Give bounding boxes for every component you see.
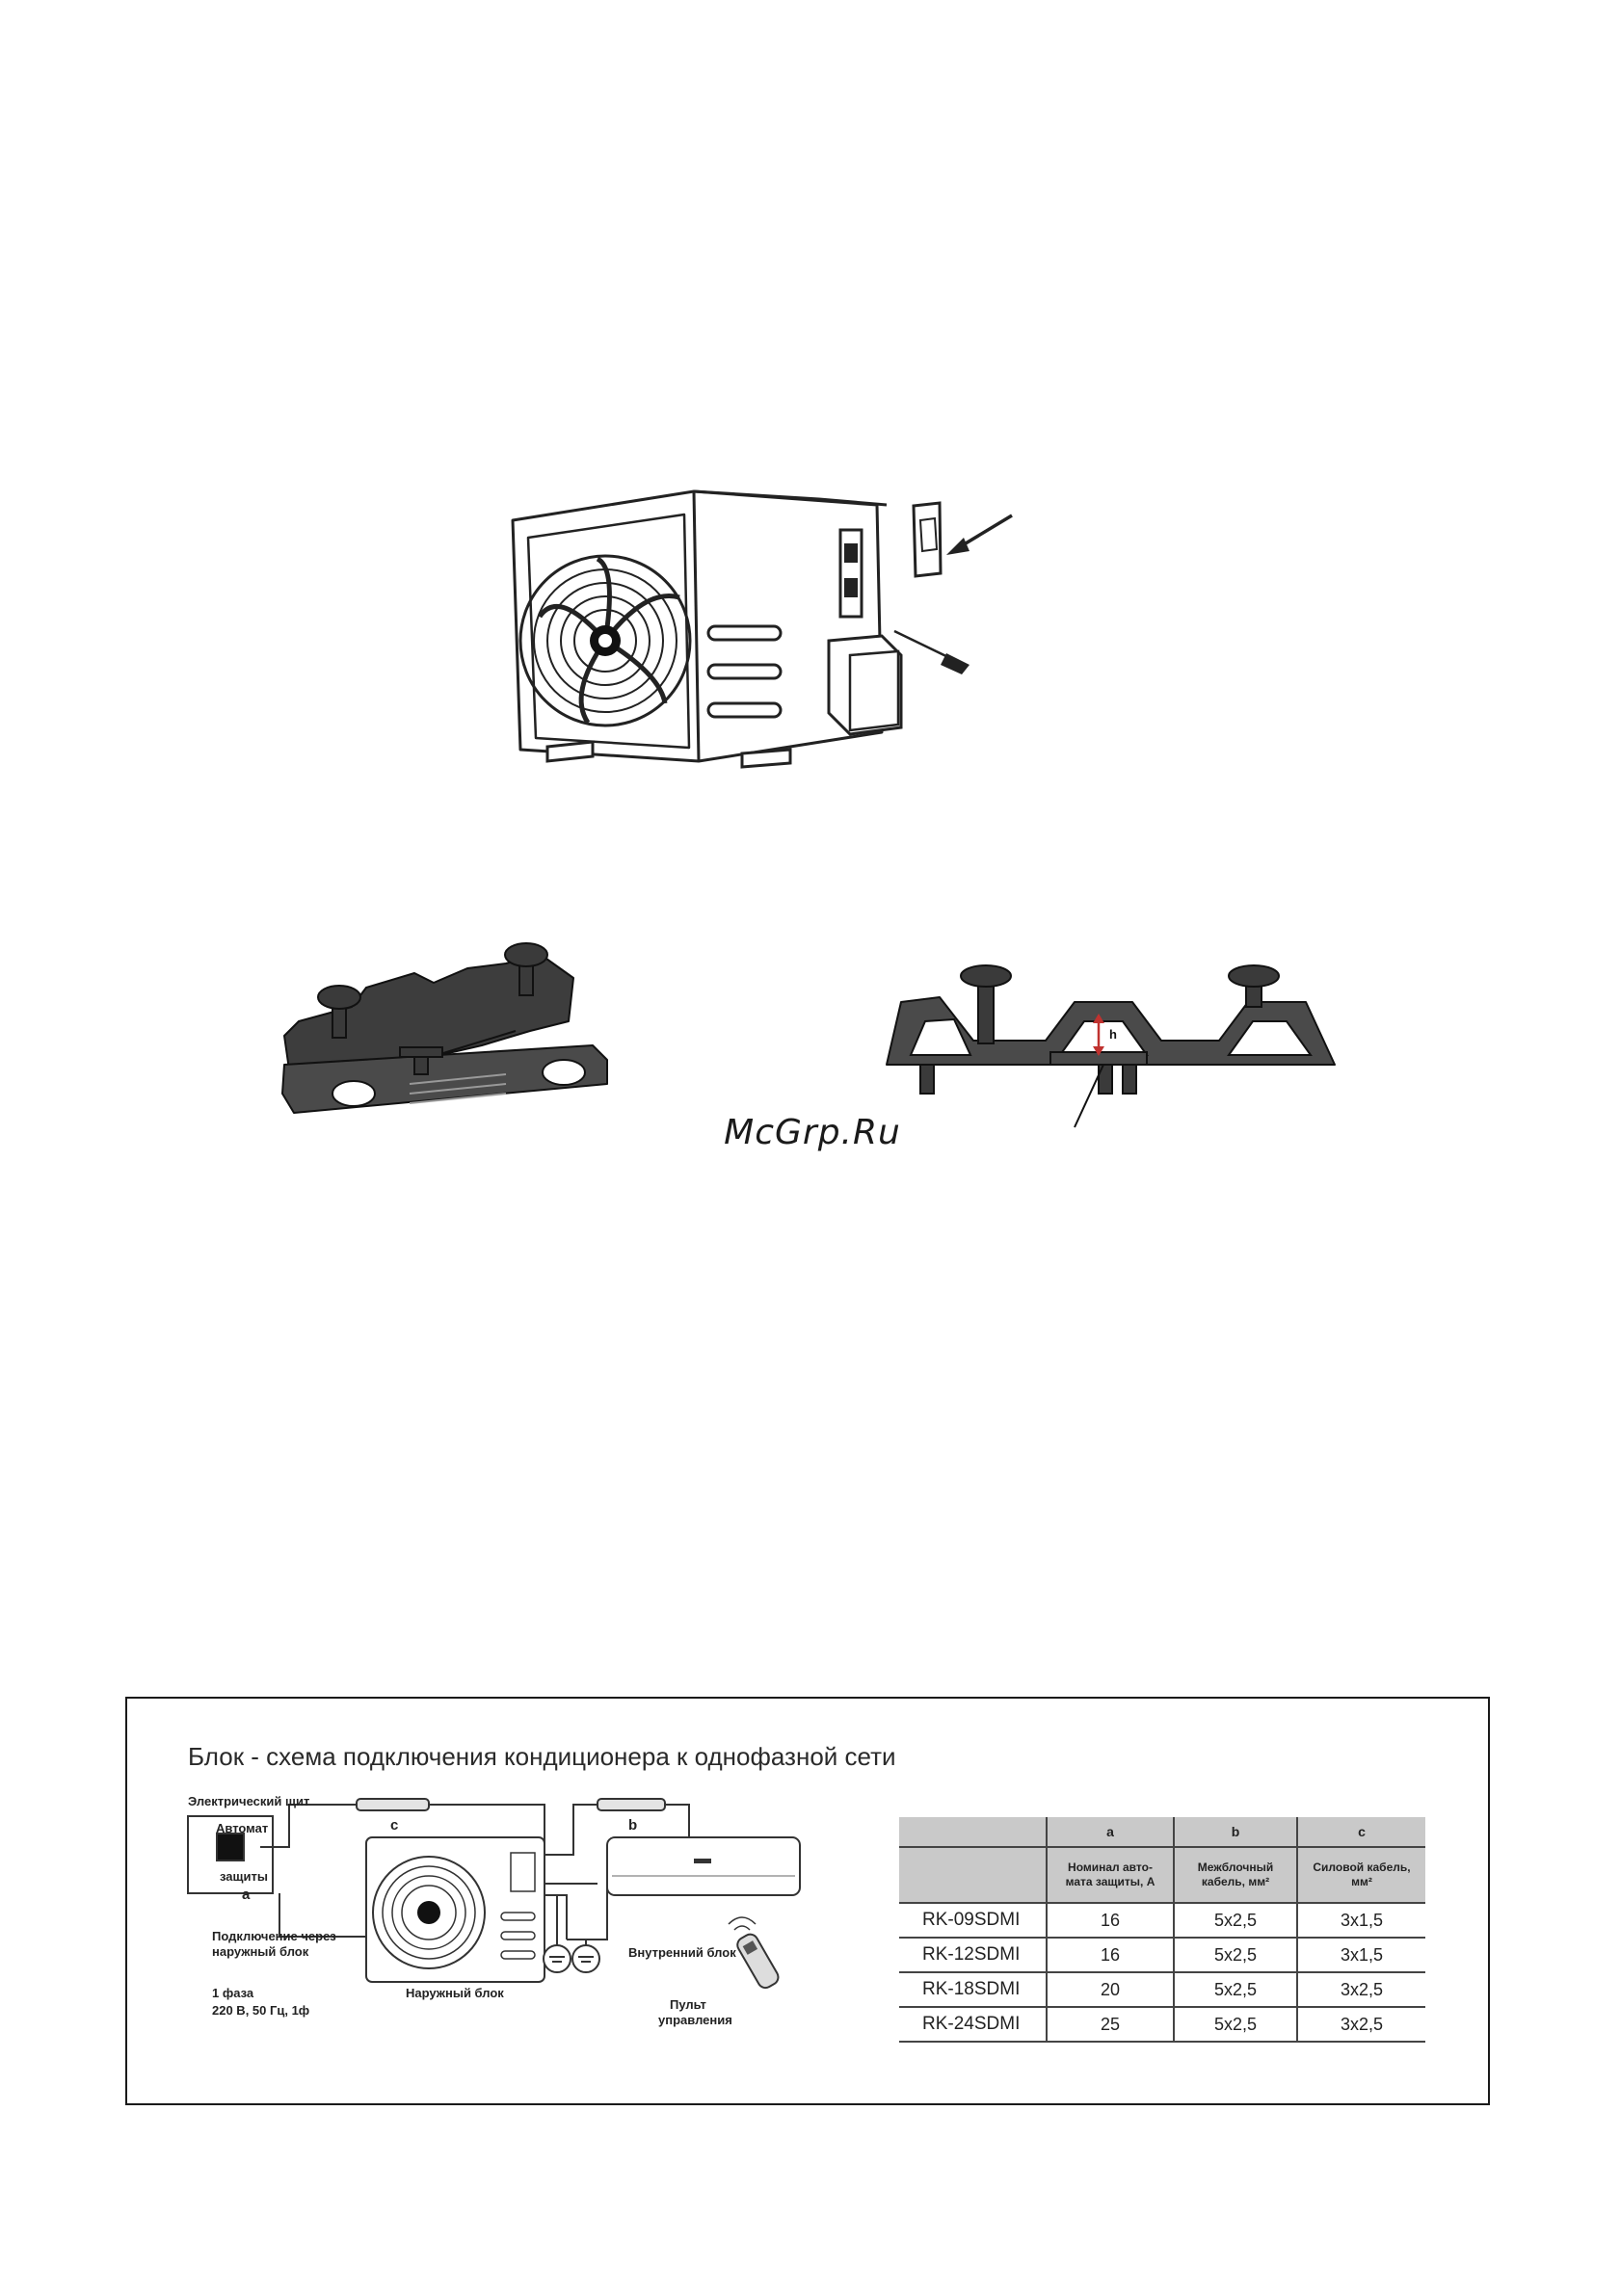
connection-label-2: наружный блок	[212, 1944, 309, 1959]
outdoor-unit-illustration	[511, 489, 1013, 769]
panel-label: Электрический щит	[188, 1794, 310, 1808]
letter-c: c	[390, 1817, 399, 1834]
table-subheader-a: Номинал авто- мата защиты, А	[1046, 1847, 1174, 1904]
letter-b: b	[628, 1817, 638, 1834]
cable-clamp-perspective-illustration	[281, 942, 608, 1114]
table-row: RK-12SDMI 16 5x2,5 3x1,5	[899, 1938, 1425, 1973]
table-header-b: b	[1173, 1817, 1297, 1848]
breaker-label-top: Автомат	[216, 1821, 269, 1835]
letter-a: a	[242, 1887, 251, 1903]
spec-table: a b c Номинал авто- мата защиты, А Межбл…	[899, 1817, 1425, 2043]
table-row: RK-24SDMI 25 5x2,5 3x2,5	[899, 2007, 1425, 2043]
scheme-title: Блок - схема подключения кондиционера к …	[188, 1742, 896, 1771]
table-subheader-c: Силовой кабель, мм²	[1296, 1847, 1425, 1904]
outdoor-unit-label: Наружный блок	[406, 1986, 504, 2000]
indoor-unit-label: Внутренний блок	[628, 1945, 736, 1960]
remote-label-2: управления	[658, 2013, 732, 2027]
remote-label-1: Пульт	[670, 1997, 706, 2012]
table-row: RK-18SDMI 20 5x2,5 3x2,5	[899, 1972, 1425, 2008]
table-row: RK-09SDMI 16 5x2,5 3x1,5	[899, 1903, 1425, 1939]
connection-label-1: Подключение через	[212, 1929, 336, 1943]
table-header-model	[899, 1817, 1047, 1848]
table-header-a: a	[1046, 1817, 1174, 1848]
table-header-c: c	[1296, 1817, 1425, 1848]
wiring-scheme-frame	[125, 1697, 1490, 2105]
phase-label-2: 220 В, 50 Гц, 1ф	[212, 2003, 310, 2018]
breaker-label-bottom: защиты	[220, 1869, 268, 1884]
cable-clamp-side-illustration: h	[886, 964, 1336, 1128]
svg-text:h: h	[1109, 1027, 1117, 1042]
phase-label-1: 1 фаза	[212, 1986, 254, 2000]
wiring-diagram	[187, 1798, 801, 1990]
table-subheader-b: Межблочный кабель, мм²	[1173, 1847, 1297, 1904]
table-subheader-model	[899, 1847, 1047, 1904]
watermark: McGrp.Ru	[724, 1113, 901, 1152]
